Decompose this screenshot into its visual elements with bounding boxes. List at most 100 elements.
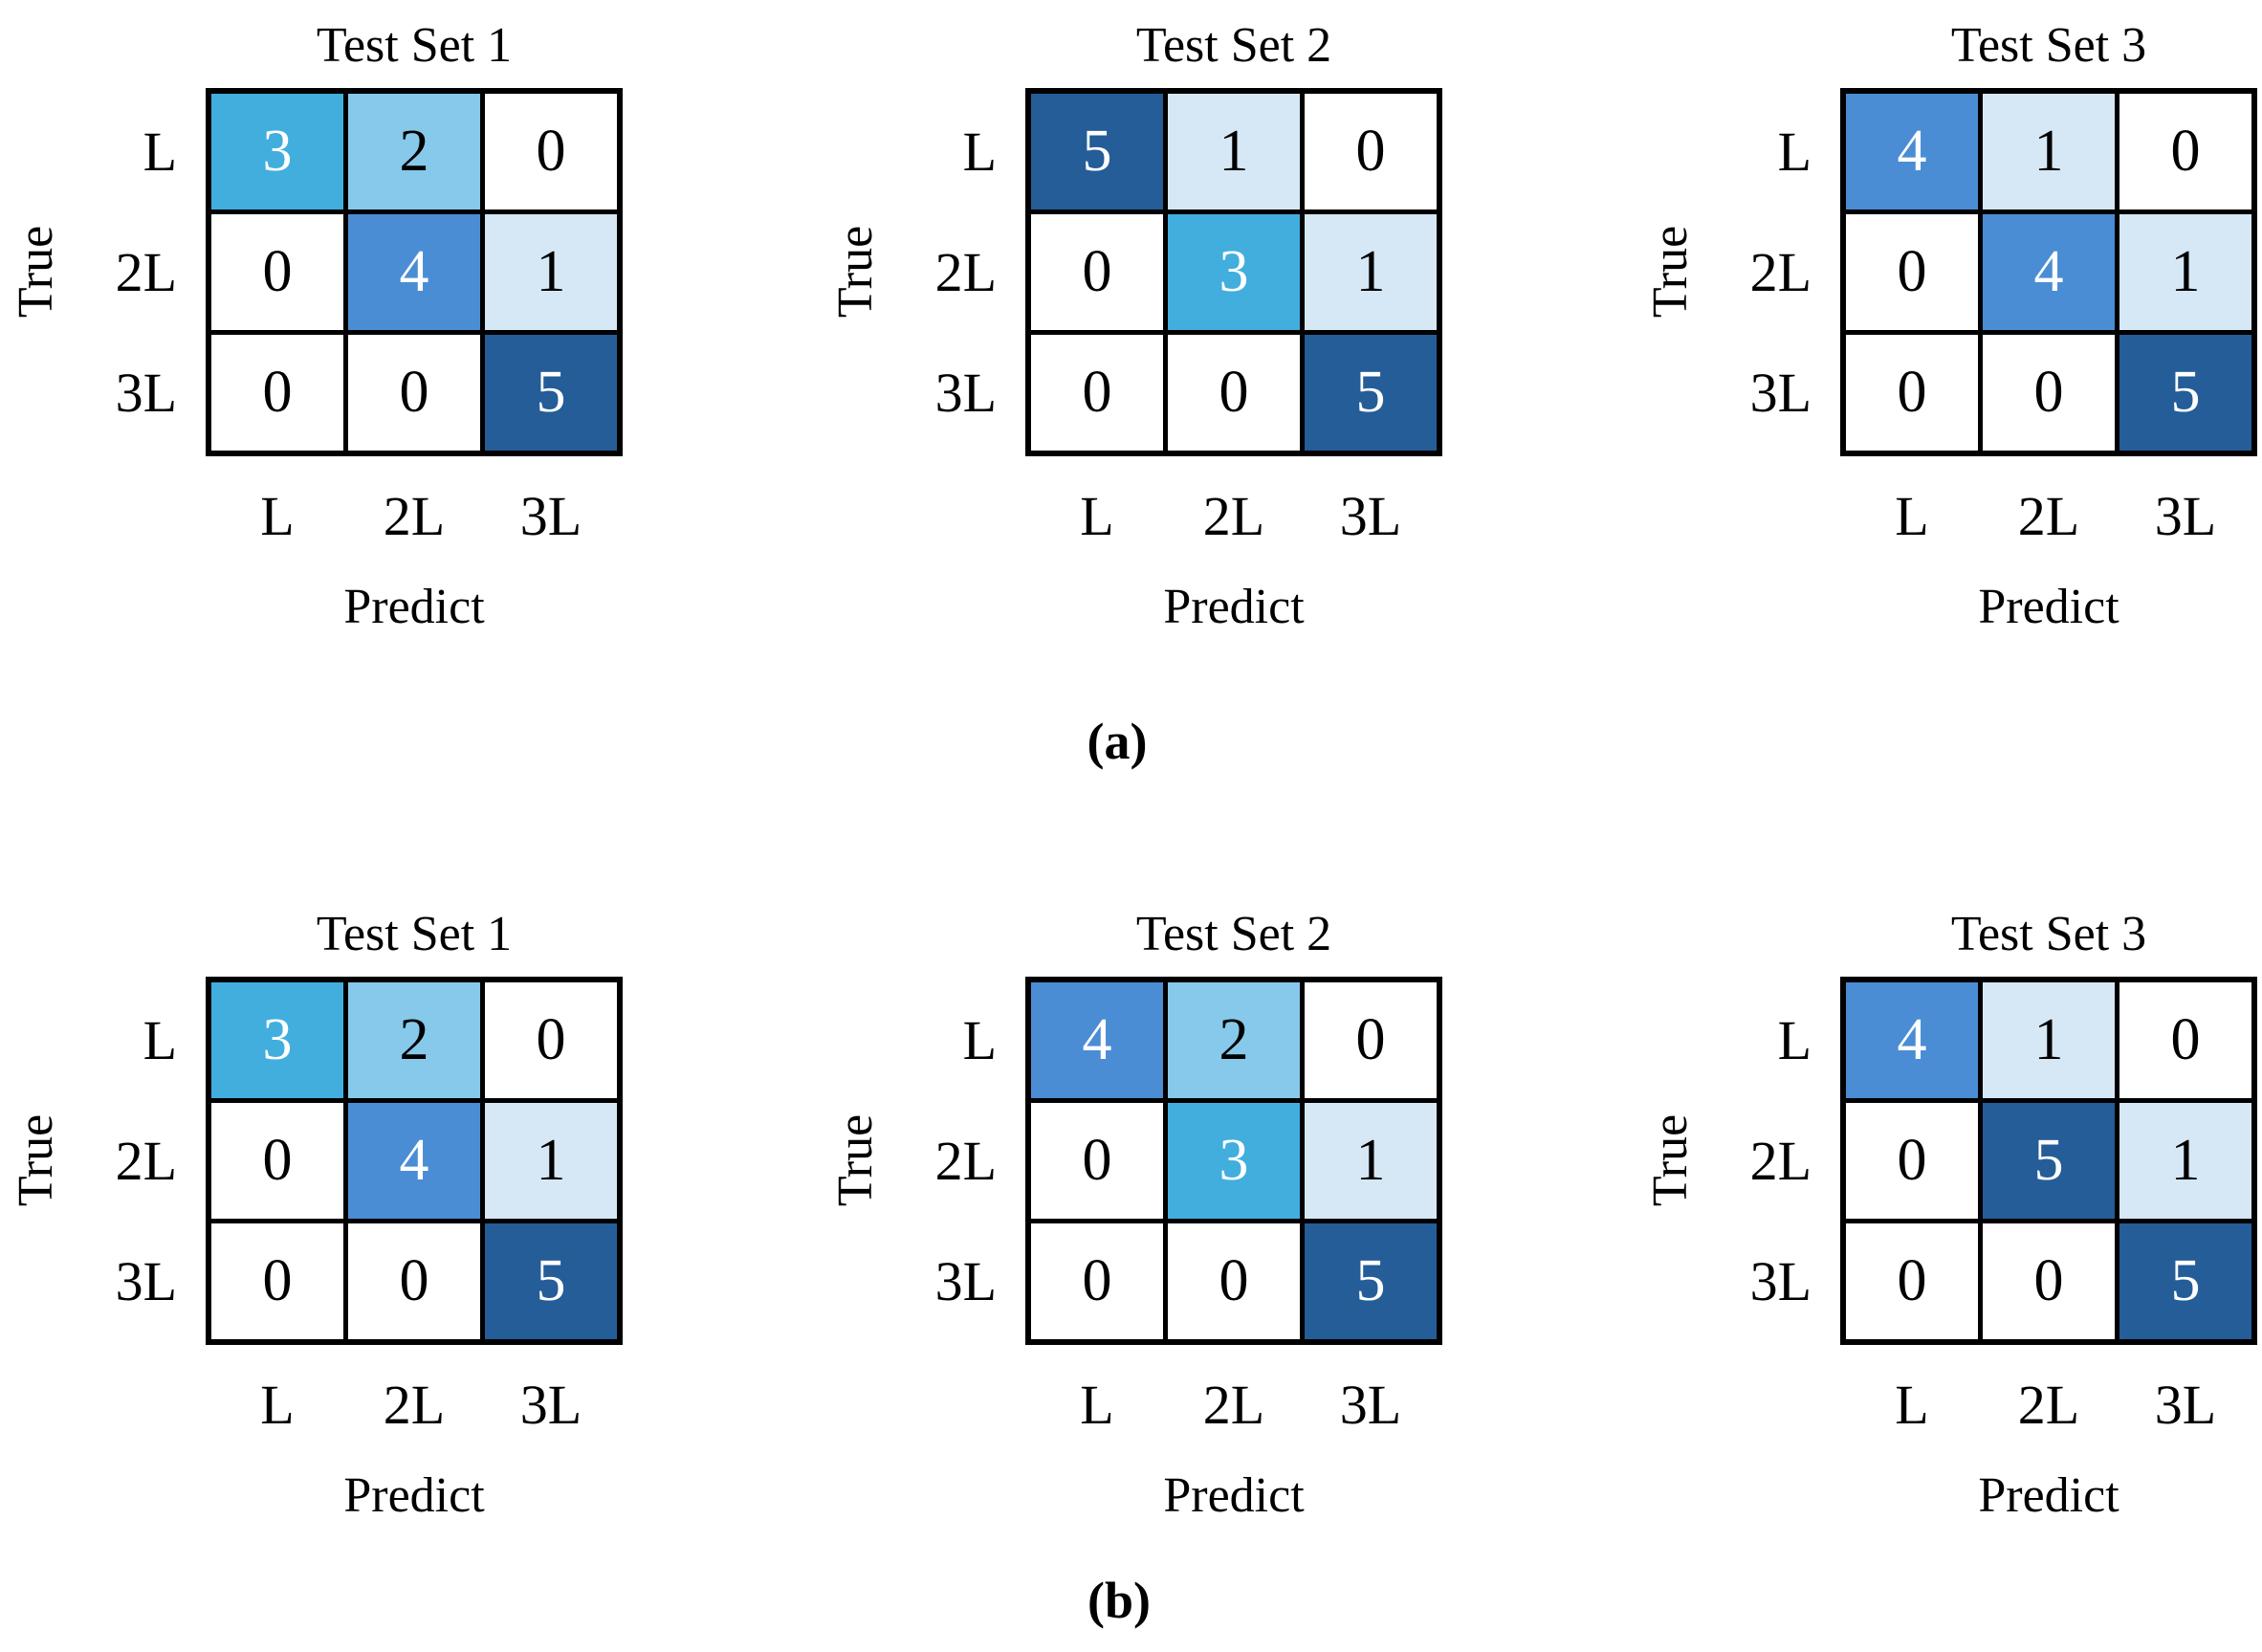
matrix-cell: 5	[485, 335, 617, 451]
row-label: L	[962, 1009, 997, 1071]
row-label: 3L	[934, 1250, 997, 1312]
col-label: L	[1895, 1374, 1929, 1436]
row-label: 3L	[115, 1250, 177, 1312]
col-label: 3L	[2154, 485, 2217, 547]
row-label: 3L	[115, 362, 177, 424]
matrix-cell: 0	[1031, 1103, 1163, 1219]
panel-title: Test Set 3	[1950, 907, 2147, 961]
predict-axis-label: Predict	[1163, 1468, 1305, 1523]
matrix-cell: 0	[1846, 1223, 1978, 1339]
col-label: 3L	[1339, 1374, 1402, 1436]
matrix-cell: 0	[1031, 335, 1163, 451]
matrix-cell: 0	[211, 1103, 343, 1219]
matrix-cell: 0	[348, 335, 480, 451]
col-label: 3L	[1339, 485, 1402, 547]
matrix-cell: 5	[1305, 1223, 1437, 1339]
matrix-cell: 0	[348, 1223, 480, 1339]
matrix-cell: 4	[348, 1103, 480, 1219]
matrix-cell: 0	[211, 214, 343, 330]
matrix-cell: 1	[1305, 214, 1437, 330]
matrix-cell: 0	[1168, 1223, 1300, 1339]
matrix-cell: 0	[1305, 982, 1437, 1098]
col-label: L	[260, 485, 295, 547]
row-label: 3L	[934, 362, 997, 424]
panel-title: Test Set 3	[1950, 18, 2147, 73]
row-label: L	[962, 121, 997, 183]
col-label: 2L	[1202, 485, 1265, 547]
panel-title: Test Set 2	[1135, 18, 1332, 73]
matrix-cell: 0	[485, 94, 617, 209]
matrix-cell: 4	[1031, 982, 1163, 1098]
matrix-cell: 5	[1305, 335, 1437, 451]
matrix-cell: 0	[211, 335, 343, 451]
matrix-cell: 0	[211, 1223, 343, 1339]
matrix-cell: 1	[2119, 1103, 2251, 1219]
matrix-cell: 4	[1846, 982, 1978, 1098]
col-label: L	[1080, 1374, 1114, 1436]
matrix-cell: 1	[1983, 982, 2115, 1098]
col-label: 2L	[383, 1374, 446, 1436]
matrix-cell: 4	[348, 214, 480, 330]
row-label: L	[1777, 121, 1812, 183]
row-label: 2L	[115, 241, 177, 303]
predict-axis-label: Predict	[343, 580, 485, 634]
matrix-cell: 2	[348, 94, 480, 209]
panel-title: Test Set 2	[1135, 907, 1332, 961]
col-label: 2L	[1202, 1374, 1265, 1436]
row-label: 2L	[934, 1130, 997, 1192]
matrix-cell: 1	[1305, 1103, 1437, 1219]
matrix-cell: 1	[1168, 94, 1300, 209]
matrix-cell: 5	[2119, 1223, 2251, 1339]
predict-axis-label: Predict	[1163, 580, 1305, 634]
col-label: 2L	[383, 485, 446, 547]
col-label: L	[1895, 485, 1929, 547]
col-label: L	[1080, 485, 1114, 547]
col-label: 2L	[2017, 1374, 2080, 1436]
caption-a: (a)	[1087, 713, 1148, 770]
caption-b: (b)	[1087, 1572, 1151, 1629]
matrix-cell: 0	[1983, 335, 2115, 451]
col-label: 2L	[2017, 485, 2080, 547]
matrix-cell: 2	[1168, 982, 1300, 1098]
row-label: 2L	[1749, 1130, 1812, 1192]
matrix-cell: 0	[2119, 94, 2251, 209]
matrix-cell: 0	[1983, 1223, 2115, 1339]
matrix-cell: 0	[1305, 94, 1437, 209]
matrix-cell: 5	[1983, 1103, 2115, 1219]
matrix-cell: 3	[1168, 214, 1300, 330]
matrix-cell: 0	[485, 982, 617, 1098]
matrix-cell: 1	[485, 1103, 617, 1219]
matrix-cell: 3	[1168, 1103, 1300, 1219]
col-label: 3L	[519, 1374, 582, 1436]
row-label: 2L	[115, 1130, 177, 1192]
matrix-cell: 5	[2119, 335, 2251, 451]
matrix-cell: 5	[485, 1223, 617, 1339]
matrix-cell: 3	[211, 982, 343, 1098]
row-label: 2L	[934, 241, 997, 303]
matrix-cell: 4	[1983, 214, 2115, 330]
row-label: L	[143, 121, 177, 183]
matrix-cell: 0	[1846, 1103, 1978, 1219]
matrix-cell: 3	[211, 94, 343, 209]
matrix-cell: 5	[1031, 94, 1163, 209]
matrix-cell: 0	[1031, 1223, 1163, 1339]
predict-axis-label: Predict	[343, 1468, 485, 1523]
row-label: 3L	[1749, 362, 1812, 424]
matrix-cell: 4	[1846, 94, 1978, 209]
matrix-cell: 0	[1031, 214, 1163, 330]
matrix-cell: 0	[1846, 335, 1978, 451]
panel-title: Test Set 1	[316, 18, 513, 73]
panel-title: Test Set 1	[316, 907, 513, 961]
matrix-cell: 1	[1983, 94, 2115, 209]
row-label: 2L	[1749, 241, 1812, 303]
